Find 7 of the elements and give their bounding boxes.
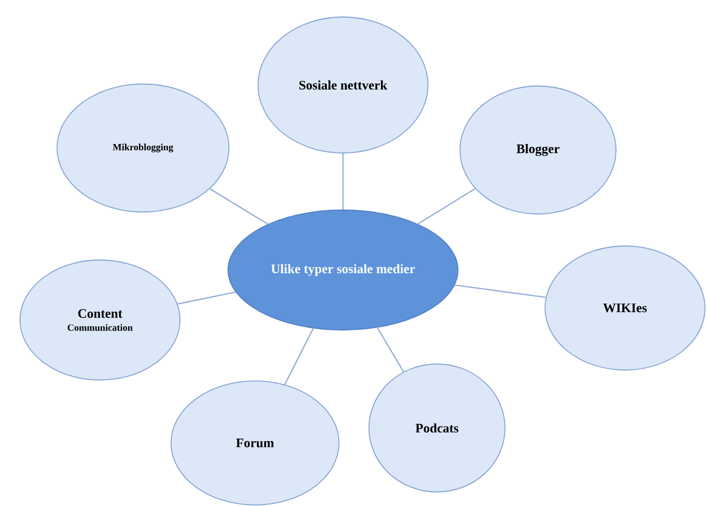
connector-line bbox=[177, 292, 236, 305]
connector-line bbox=[284, 328, 314, 385]
connector-line bbox=[342, 153, 344, 210]
connector-line bbox=[454, 284, 546, 298]
connector-line bbox=[418, 188, 476, 224]
connector-line bbox=[376, 327, 404, 372]
connector-line bbox=[210, 188, 268, 225]
